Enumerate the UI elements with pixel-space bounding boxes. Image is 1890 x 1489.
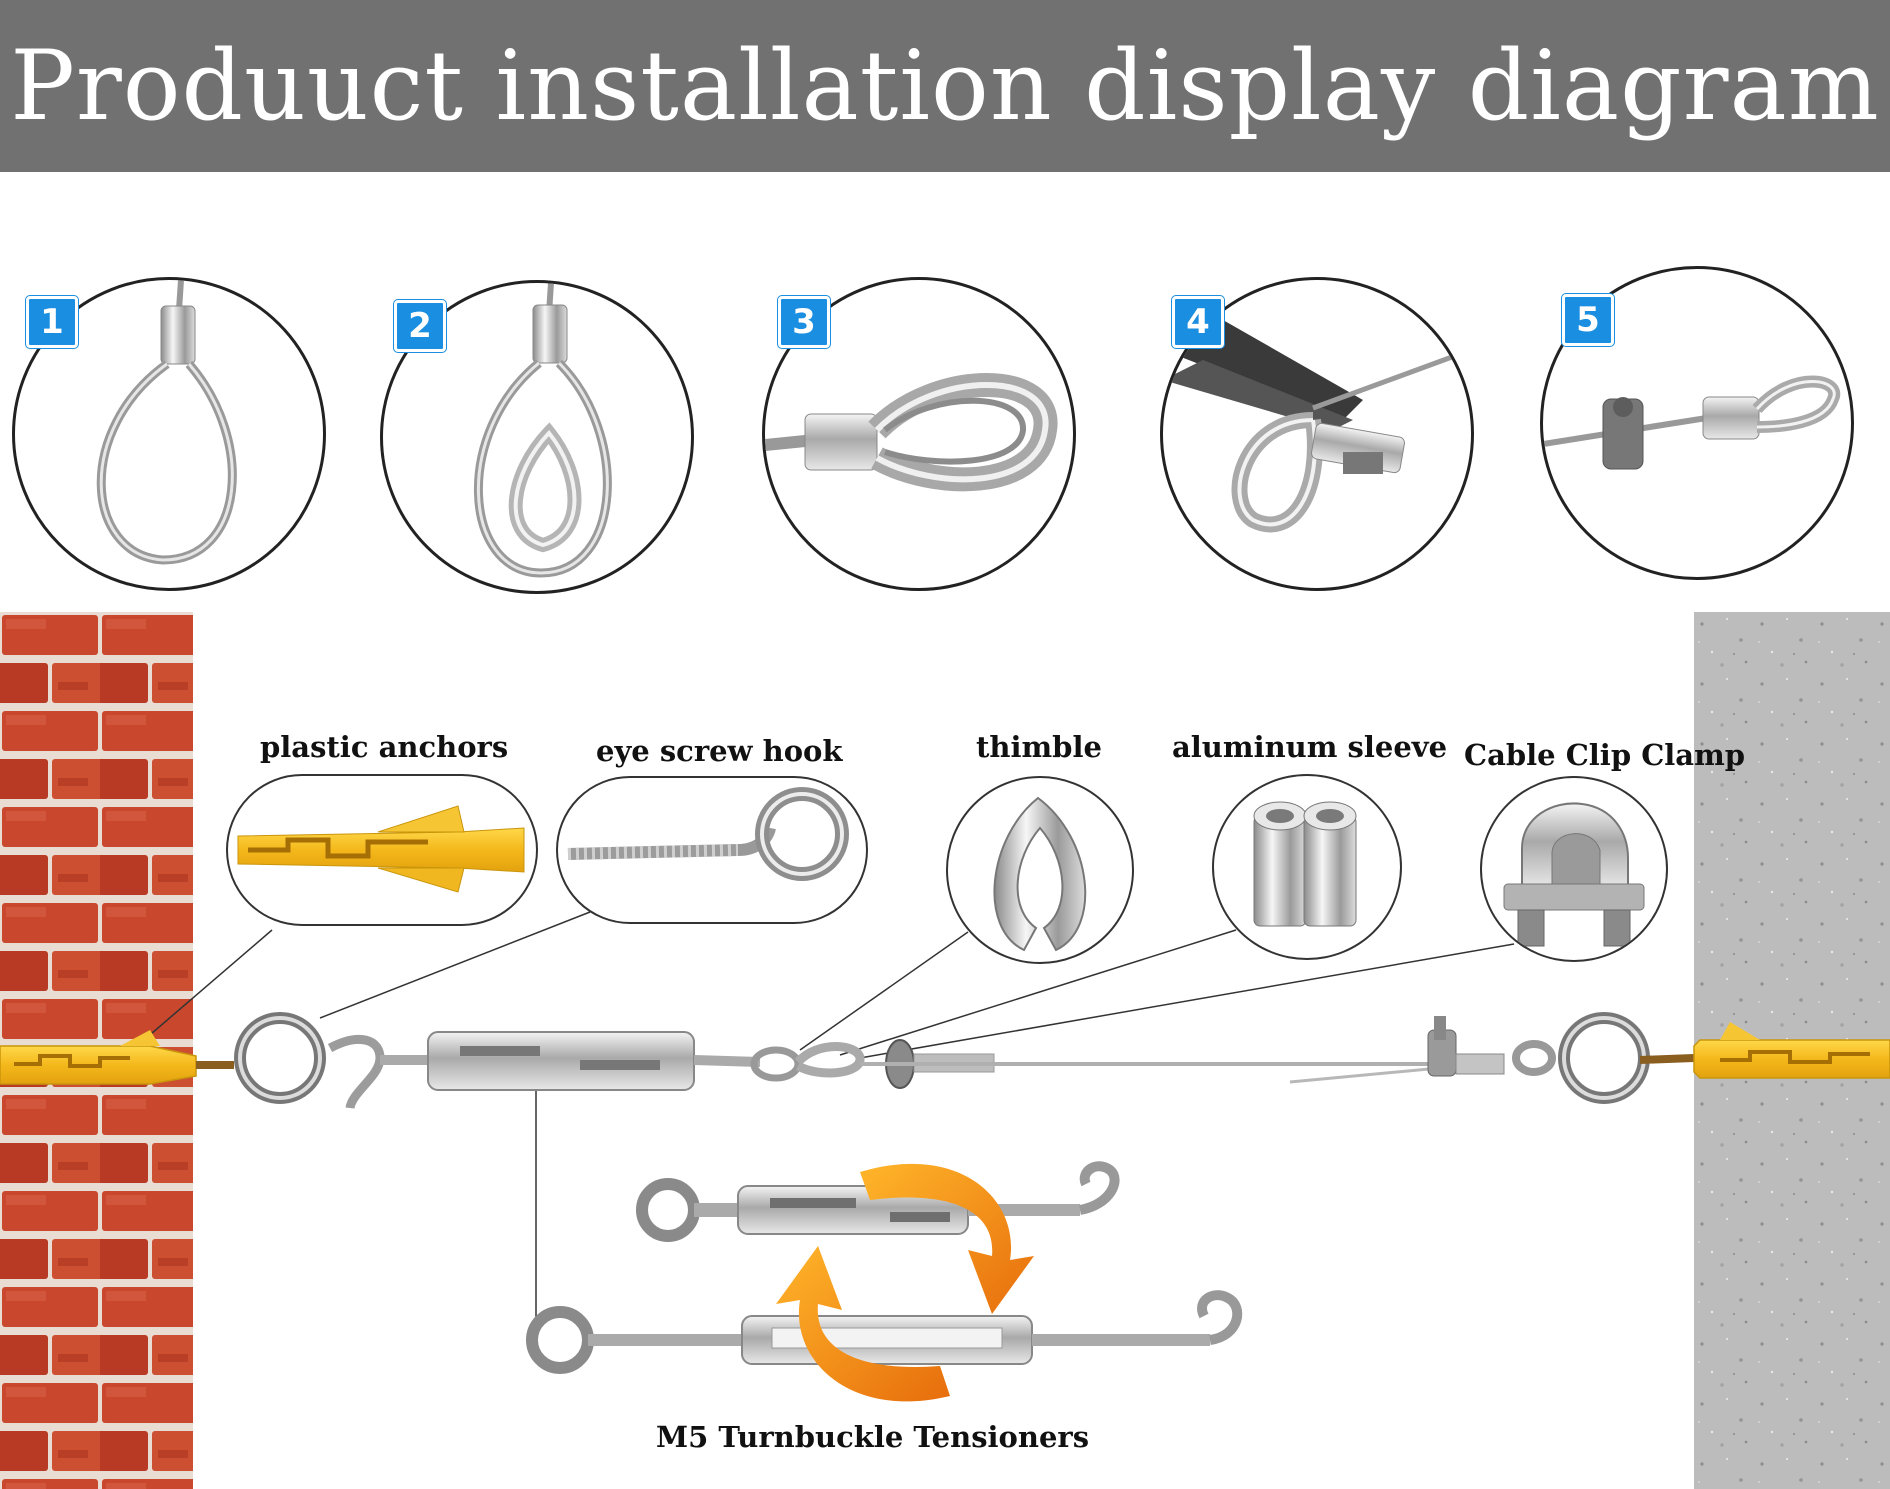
cable-loop-with-sleeve-icon	[96, 280, 237, 565]
cable-loop-with-thimble-icon	[473, 283, 612, 578]
part-plastic-anchors	[226, 774, 538, 926]
clip-and-sleeve-loop-icon	[1543, 375, 1841, 470]
label-plastic-anchors: plastic anchors	[260, 730, 509, 764]
part-thimble	[946, 776, 1134, 964]
plastic-anchor-icon	[237, 805, 525, 893]
header-banner: Produuct installation display diagram	[0, 0, 1890, 172]
label-eye-screw-hook: eye screw hook	[596, 734, 843, 768]
eye-screw-hook-icon	[567, 787, 849, 881]
thimble-icon	[993, 796, 1087, 952]
label-cable-clip-clamp: Cable Clip Clamp	[1464, 738, 1746, 772]
rotate-arrow-up-icon	[776, 1246, 950, 1402]
leader-lines	[129, 911, 1515, 1318]
page-title: Produuct installation display diagram	[10, 30, 1880, 142]
turnbuckle-top	[636, 1161, 1120, 1242]
cable-clip-clamp-icon	[1503, 802, 1645, 947]
step-2-circle	[380, 280, 694, 594]
part-eye-screw-hook	[556, 776, 868, 924]
step-4-badge: 4	[1172, 296, 1224, 348]
step-1-badge: 1	[26, 296, 78, 348]
installed-cable-clip-right	[1427, 1016, 1505, 1077]
left-plastic-anchor	[0, 1030, 197, 1085]
step-2-badge: 2	[394, 300, 446, 352]
part-aluminum-sleeve	[1212, 774, 1402, 960]
step-3-badge: 3	[778, 296, 830, 348]
label-aluminum-sleeve: aluminum sleeve	[1172, 730, 1448, 764]
turnbuckle-installed	[327, 1031, 802, 1110]
label-thimble: thimble	[976, 730, 1102, 764]
label-turnbuckle-tensioners: M5 Turnbuckle Tensioners	[656, 1420, 1090, 1454]
rotate-arrow-down-icon	[860, 1163, 1034, 1314]
step-5-badge: 5	[1562, 294, 1614, 346]
aluminum-sleeve-icon	[1253, 801, 1357, 927]
part-cable-clip-clamp	[1480, 776, 1668, 962]
installed-thimble	[794, 1042, 865, 1078]
turnbuckle-bottom	[526, 1290, 1243, 1374]
right-plastic-anchor	[1693, 1022, 1890, 1079]
thimble-loop-crimped-icon	[765, 373, 1058, 492]
